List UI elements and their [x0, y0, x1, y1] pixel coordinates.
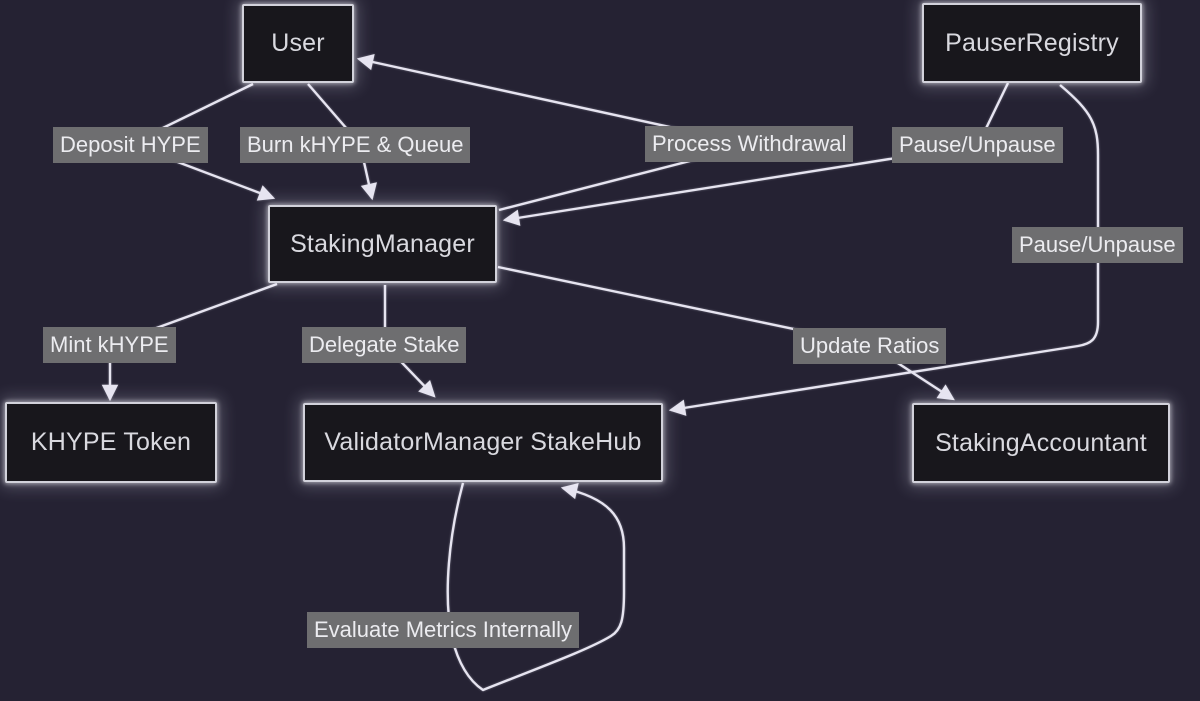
edge-label-pause-unpause-top: Pause/Unpause	[892, 127, 1063, 163]
edge-label-update-ratios: Update Ratios	[793, 328, 947, 364]
node-validator-manager-stakehub: ValidatorManager StakeHub	[303, 403, 663, 482]
edge-label-mint-khype: Mint kHYPE	[43, 327, 176, 363]
edge-label-burn-khype-queue: Burn kHYPE & Queue	[240, 127, 471, 163]
node-staking-accountant: StakingAccountant	[912, 403, 1170, 483]
node-khype-token: KHYPE Token	[5, 402, 217, 483]
edge-label-evaluate-metrics-internally: Evaluate Metrics Internally	[307, 612, 579, 648]
edge-label-pause-unpause-right: Pause/Unpause	[1012, 227, 1183, 263]
edge-label-deposit-hype: Deposit HYPE	[53, 127, 208, 163]
edge-label-process-withdrawal: Process Withdrawal	[645, 126, 854, 162]
node-pauser-registry: PauserRegistry	[922, 3, 1142, 83]
node-user: User	[242, 4, 354, 83]
edge-pause-unpause-validator-manager	[668, 84, 1100, 416]
node-staking-manager: StakingManager	[268, 205, 497, 283]
edge-label-delegate-stake: Delegate Stake	[302, 327, 467, 363]
edge-evaluate-metrics-self-loop	[446, 482, 626, 692]
